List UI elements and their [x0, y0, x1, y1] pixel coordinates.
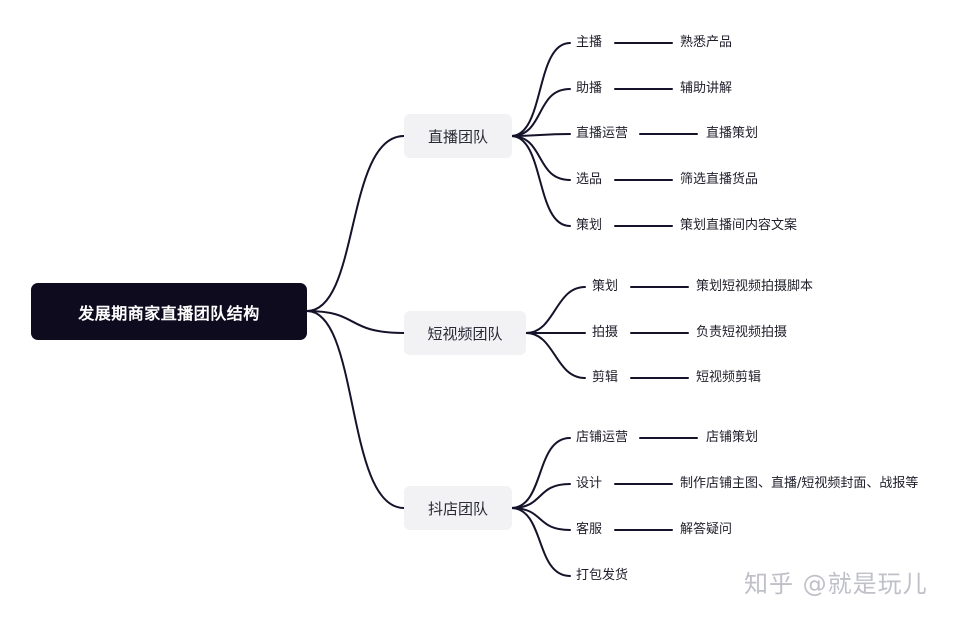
- link-live-5: [510, 135, 571, 227]
- role-label: 剪辑: [592, 370, 619, 385]
- link-video-3: [525, 332, 586, 379]
- link-shop-3: [510, 507, 571, 531]
- task-label: 解答疑问: [680, 522, 733, 537]
- branch-live-team: 直播团队: [404, 114, 512, 158]
- role-label: 策划: [576, 218, 603, 233]
- role-label: 直播运营: [576, 126, 629, 141]
- branch-short-video-team: 短视频团队: [404, 311, 526, 355]
- link-root-shop: [306, 310, 405, 509]
- link-shop-2: [510, 483, 571, 509]
- task-label: 熟悉产品: [680, 35, 733, 50]
- role-label: 拍摄: [592, 325, 619, 340]
- task-label: 策划短视频拍摄脚本: [696, 279, 814, 294]
- link-root-video: [306, 310, 405, 334]
- role-label: 设计: [576, 476, 603, 491]
- task-label: 店铺策划: [706, 430, 759, 445]
- role-label: 策划: [592, 279, 619, 294]
- watermark: 知乎 @就是玩儿: [744, 570, 928, 598]
- link-video-1: [525, 286, 586, 334]
- link-live-2: [510, 88, 571, 137]
- role-label: 店铺运营: [576, 430, 629, 445]
- root-node: 发展期商家直播团队结构: [31, 283, 307, 340]
- task-label: 直播策划: [706, 126, 759, 141]
- link-live-4: [510, 135, 571, 181]
- task-label: 制作店铺主图、直播/短视频封面、战报等: [680, 476, 919, 491]
- link-shop-4: [510, 507, 571, 577]
- task-label: 负责短视频拍摄: [696, 325, 788, 340]
- link-root-live: [306, 135, 405, 312]
- role-label: 选品: [576, 172, 603, 187]
- role-label: 助播: [576, 81, 603, 96]
- task-label: 策划直播间内容文案: [680, 218, 798, 233]
- role-label: 打包发货: [576, 568, 629, 583]
- role-label: 主播: [576, 35, 603, 50]
- task-label: 筛选直播货品: [680, 172, 759, 187]
- role-label: 客服: [576, 522, 603, 537]
- link-shop-1: [510, 437, 571, 509]
- link-live-1: [510, 42, 571, 137]
- branch-shop-team: 抖店团队: [404, 486, 512, 530]
- task-label: 辅助讲解: [680, 81, 733, 96]
- task-label: 短视频剪辑: [696, 370, 762, 385]
